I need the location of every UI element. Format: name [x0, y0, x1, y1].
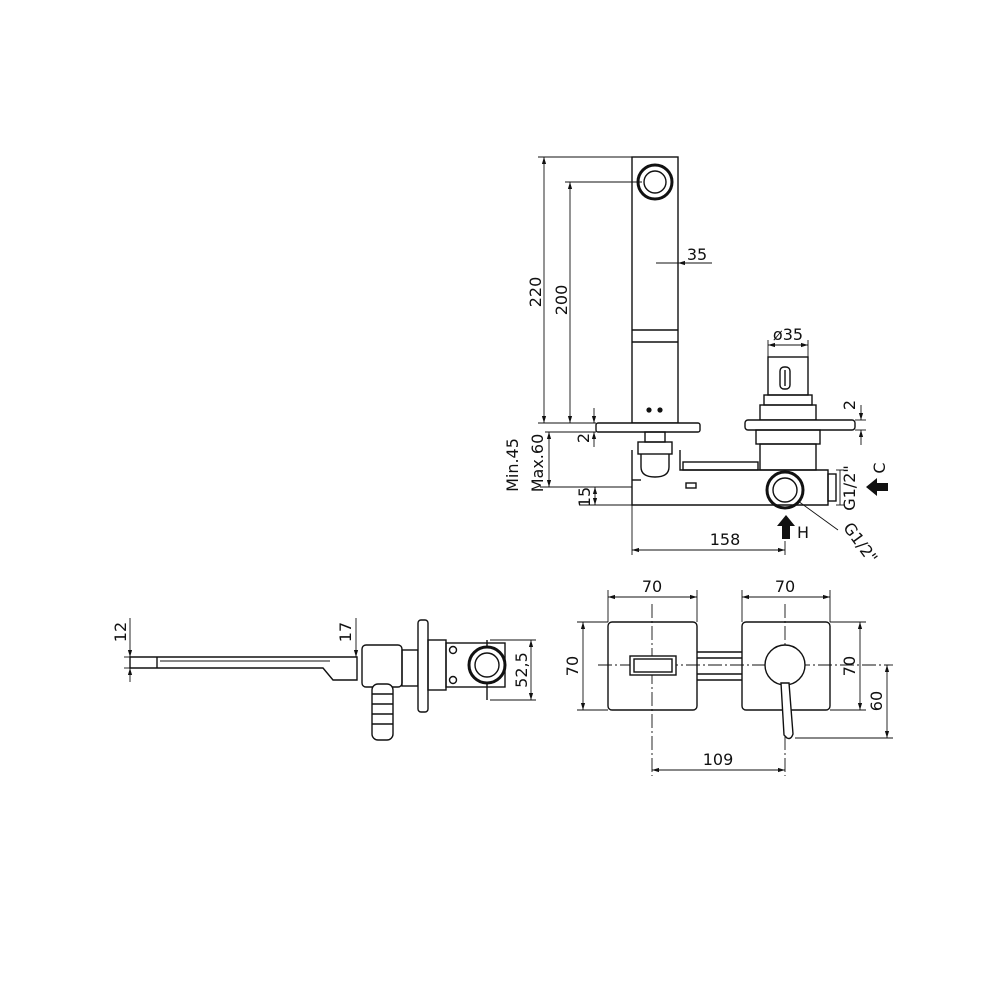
min-depth-label: Min.45	[503, 438, 522, 492]
spout-outlet-inner	[643, 170, 667, 194]
side-bolt-bottom	[448, 675, 458, 685]
dim-label-109: 109	[703, 750, 734, 769]
side-valve-sleeve	[427, 639, 447, 691]
spout-connector-neck	[644, 431, 666, 443]
spout-body	[631, 156, 679, 424]
side-inlet-inner	[474, 652, 500, 678]
dim-label-handle-diameter: ø35	[773, 325, 803, 344]
body-pin	[685, 482, 697, 489]
dim-label-height-right: 70	[840, 656, 859, 676]
spout-cover-plate	[607, 621, 698, 711]
thread-hot-leader	[797, 500, 839, 531]
valve-nut	[759, 404, 817, 421]
spout-wall-plate	[595, 422, 701, 433]
thread-cold-label: G1/2"	[840, 465, 859, 511]
side-neck	[401, 649, 419, 687]
valve-wall-plate	[744, 419, 856, 431]
valve-sleeve	[755, 429, 821, 445]
valve-housing	[759, 443, 817, 471]
spout-screw-right	[657, 407, 663, 413]
dim-label-width-spout-plate: 70	[642, 577, 662, 596]
valve-collar	[763, 394, 813, 406]
spout-elbow	[640, 454, 670, 478]
handle-knob	[767, 356, 809, 396]
hot-inlet-label: H	[797, 523, 809, 542]
hot-inlet-connection-outer	[765, 470, 805, 510]
spout-connector-nut	[637, 441, 673, 455]
front-handle-knob	[764, 644, 806, 686]
elevation-view: 220 200 2 Min.45 Max.60 15 35 ø35 2 G1/2…	[503, 156, 889, 567]
cold-inlet-stub	[827, 473, 837, 502]
front-view: 70 70 70 70 60 109	[563, 577, 893, 776]
hot-inlet-connection-inner	[772, 477, 798, 503]
arrow-up-icon	[777, 515, 795, 539]
dim-label-height-left: 70	[563, 656, 582, 676]
side-view: 12 17 52,5	[111, 618, 536, 741]
spout-outlet-outer	[636, 163, 674, 201]
dim-label-60: 60	[867, 691, 886, 711]
dim-label-width-mixer-plate: 70	[775, 577, 795, 596]
dim-label-35: 35	[687, 245, 707, 264]
side-lever	[371, 683, 394, 741]
front-handle-lever	[780, 682, 794, 740]
side-wall-plate	[417, 619, 429, 713]
dim-label-plate-right: 2	[840, 400, 859, 410]
spout-screw-left	[646, 407, 652, 413]
body-flat-bar	[682, 461, 759, 471]
dim-label-15: 15	[575, 487, 594, 507]
side-bolt-top	[448, 645, 458, 655]
dim-label-52-5: 52,5	[512, 652, 531, 688]
spout-arm	[129, 656, 358, 681]
front-spout-outlet	[629, 655, 677, 676]
handle-lever-slot	[779, 366, 791, 390]
max-depth-label: Max.60	[528, 434, 547, 493]
dim-label-200: 200	[552, 285, 571, 316]
front-spout-outlet-inner	[633, 658, 673, 673]
dim-label-plate-left: 2	[574, 433, 593, 443]
side-cartridge	[361, 644, 403, 688]
dim-label-17: 17	[336, 622, 355, 642]
thread-hot-label: G1/2"	[839, 519, 881, 567]
arrow-left-icon	[866, 478, 888, 496]
dim-label-12: 12	[111, 622, 130, 642]
cold-inlet-label: C	[870, 462, 889, 473]
dim-label-220: 220	[526, 277, 545, 308]
dim-label-158: 158	[710, 530, 741, 549]
